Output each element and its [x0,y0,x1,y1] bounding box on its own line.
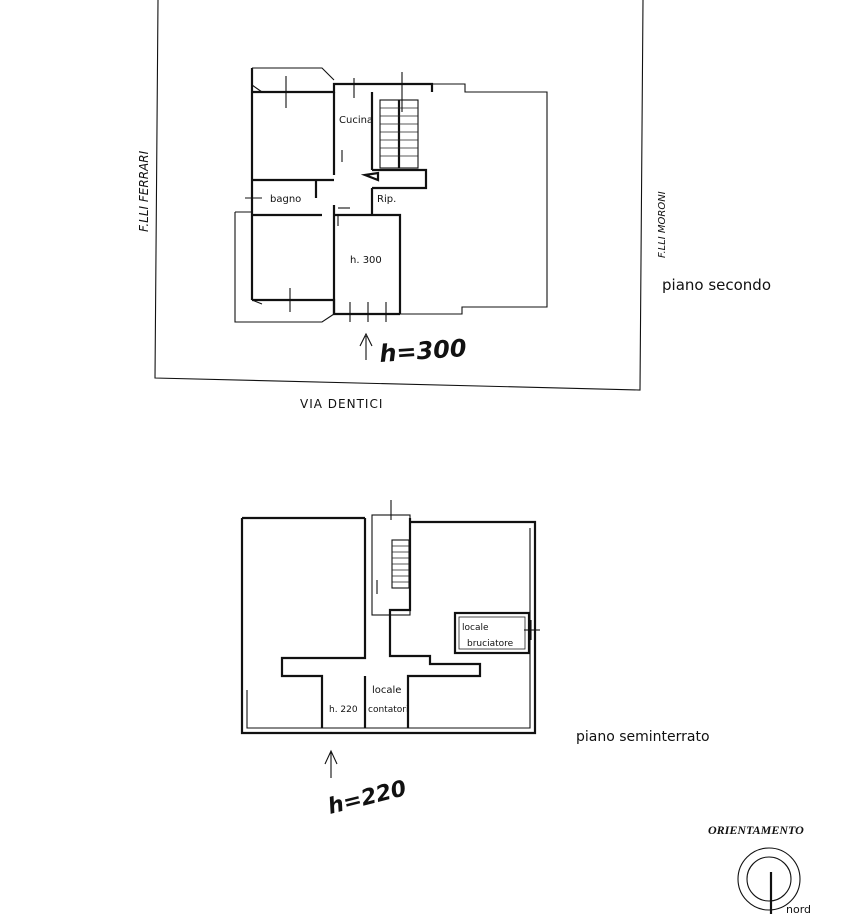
orientation-title: ORIENTAMENTO [708,823,804,837]
lower-staircase [376,500,410,594]
upper-property-boundary [154,0,644,391]
internal-walls [252,92,428,314]
orientation-block: ORIENTAMENTO nord [708,823,811,914]
upper-height-note: h=300 [378,334,467,368]
window-marks [245,72,403,322]
room-label-storage: Rip. [377,194,396,205]
boiler-room-label-line1: locale [462,623,489,633]
north-label: nord [786,903,811,914]
balcony-top [251,67,335,93]
compass-inner-circle [746,856,792,902]
balcony-bottom [234,211,335,323]
compass-outer-circle [737,847,801,911]
meters-room-label-line1: locale [372,685,401,696]
upper-entrance-arrow [359,332,373,360]
room-label-kitchen: Cucina [339,115,373,126]
apartment-outer-wall [250,68,434,316]
room-height-label-lower: h. 220 [329,705,358,715]
upper-floor-plan: Cucina bagno Rip. h. 300 F.LLI FERRARI F… [137,0,771,411]
lower-entrance-arrow [324,749,338,778]
neighbor-left-label: F.LLI FERRARI [137,150,151,232]
right-building-outline [400,83,548,315]
lower-stair-core [371,514,411,616]
lower-floor-plan: locale bruciatore locale contatori h. 22… [240,500,710,820]
street-label: VIA DENTICI [300,397,383,411]
boiler-room-label-line2: bruciatore [467,639,514,649]
boiler-room [453,611,531,655]
neighbor-right-label: F.LLI MORONI [657,191,668,258]
room-height-label-upper: h. 300 [350,255,382,266]
lower-corridor-walls [280,518,482,728]
meters-room-label-line2: contatori [368,705,408,715]
lower-outer-wall [240,516,537,735]
upper-floor-name: piano secondo [662,276,771,294]
lower-floor-name: piano seminterrato [576,729,710,745]
lower-height-note: h=220 [325,776,409,820]
room-label-bathroom: bagno [270,194,301,205]
upper-staircase [360,99,419,182]
